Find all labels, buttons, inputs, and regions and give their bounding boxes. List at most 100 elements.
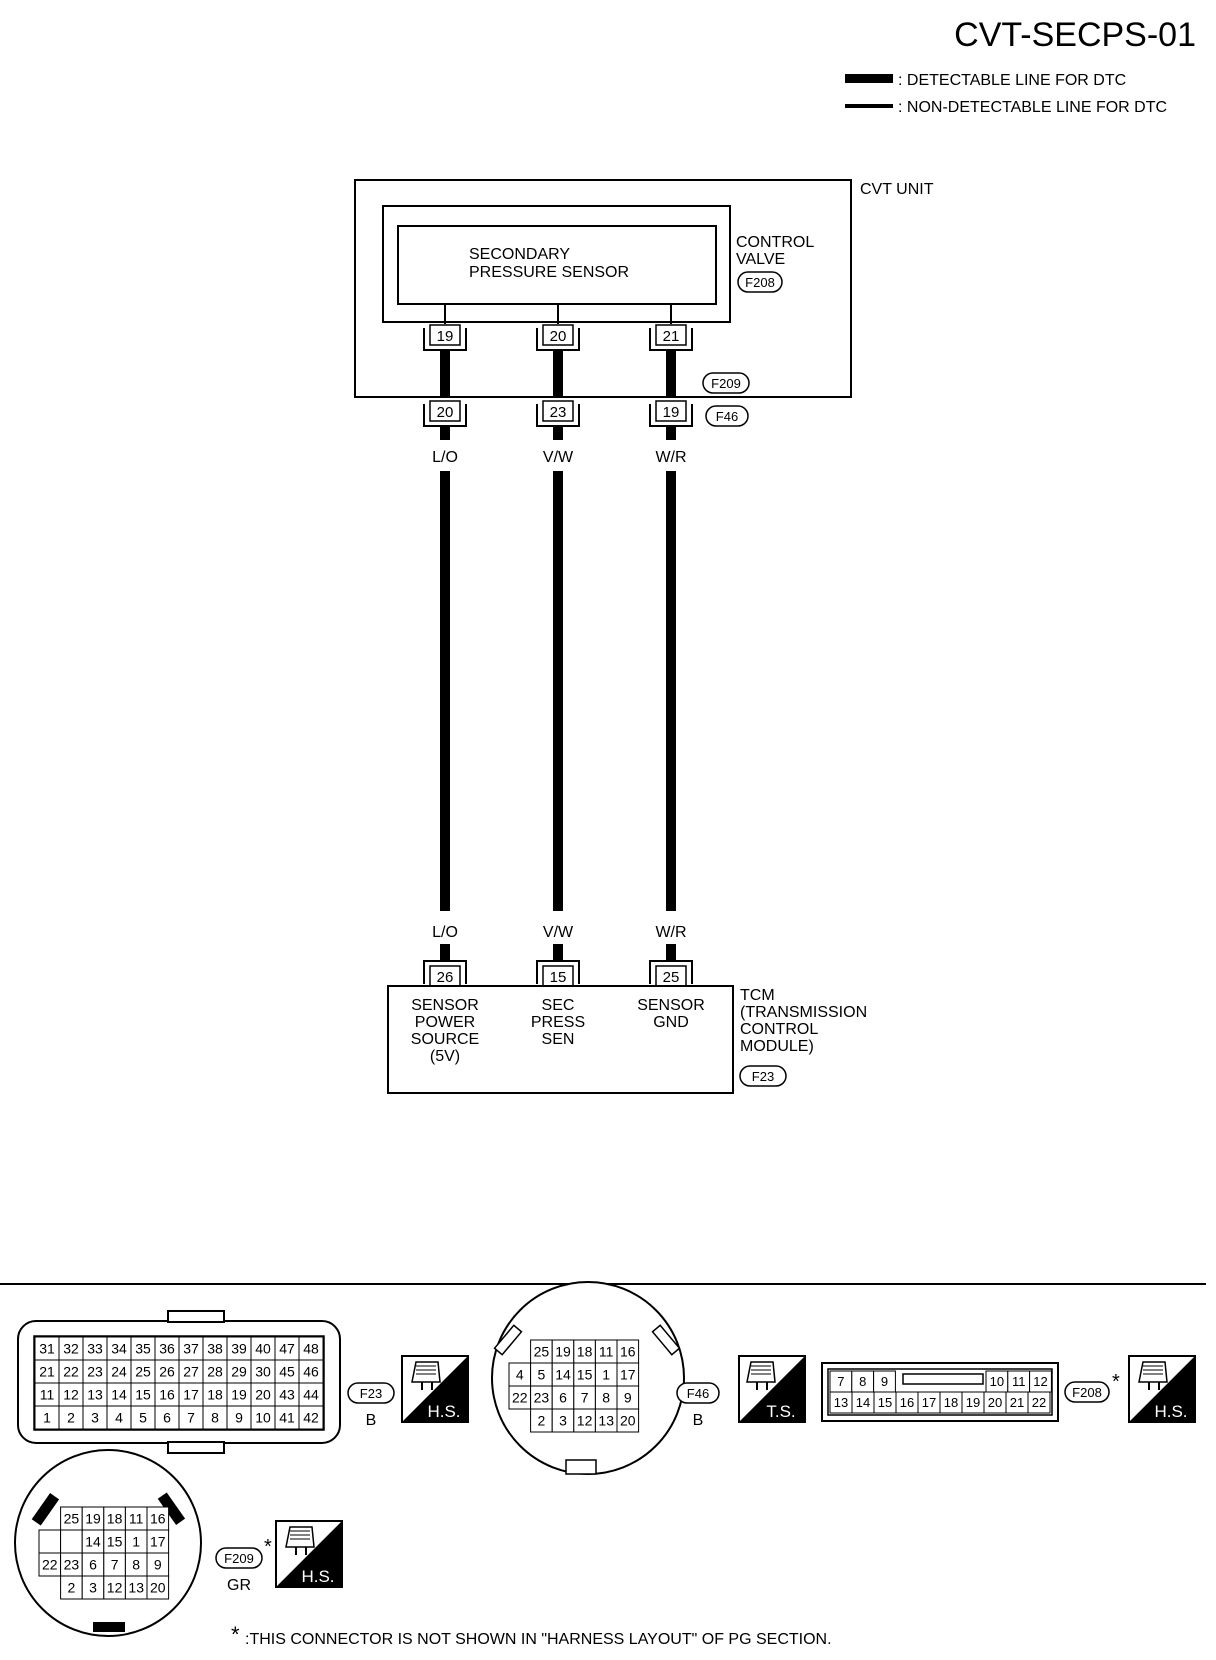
wire-2: 20 23 V/W V/W 15 [536,304,580,987]
pin-10: 10 [255,1410,271,1426]
pin-14: 14 [111,1387,127,1403]
f209-asterisk: * [264,1536,272,1558]
pin-5: 5 [538,1367,546,1383]
tcm-pin-25: 25 [649,960,693,987]
tcm-pin15-label-3: SEN [542,1031,575,1048]
pin-6: 6 [559,1390,567,1406]
tcm-pin-15: 15 [536,960,580,987]
pin-31: 31 [39,1341,55,1357]
f23-connector-tag: F23 [739,1065,787,1087]
f46-view-id: F46 [687,1386,709,1401]
pin-7: 7 [581,1390,589,1406]
pin-28: 28 [207,1364,223,1380]
sensor-pin-20: 20 [536,324,580,351]
pin-18: 18 [207,1387,223,1403]
pin-11: 11 [129,1511,144,1527]
svg-text:T.S.: T.S. [766,1402,795,1421]
pin-4: 4 [516,1367,524,1383]
f208-asterisk: * [1112,1371,1120,1393]
control-valve-box [382,205,731,323]
pin-8: 8 [211,1410,219,1426]
pin-12: 12 [577,1413,593,1429]
pin-12: 12 [1033,1374,1047,1389]
cvt-unit-box [354,179,852,398]
pin-19: 19 [555,1344,571,1360]
control-valve-label-line1: CONTROL [736,234,814,251]
sensor-label-line1: SECONDARY [469,246,570,263]
pin-13: 13 [87,1387,103,1403]
svg-text:19: 19 [663,404,680,421]
page-title: CVT-SECPS-01 [954,16,1196,54]
sensor-pin-21: 21 [649,324,693,351]
pin-13: 13 [598,1413,614,1429]
pin-9: 9 [624,1390,632,1406]
tcm-pin26-label-4: (5V) [430,1048,460,1065]
pin-3: 3 [559,1413,567,1429]
svg-text:19: 19 [437,328,454,345]
f209-connector-tag: F209 [702,372,750,394]
wire-3-color-top: W/R [655,449,686,466]
pin-8: 8 [132,1557,140,1573]
wire-2-color-bottom: V/W [543,924,574,941]
pin-7: 7 [111,1557,119,1573]
pin-34: 34 [111,1341,127,1357]
wire-3: 21 19 W/R W/R 25 [649,304,693,987]
f23-hs-badge: H.S. [401,1355,469,1423]
pin-14: 14 [555,1367,571,1383]
pin-32: 32 [63,1341,79,1357]
f23-view-id: F23 [360,1386,382,1401]
pin-12: 12 [63,1387,79,1403]
non-detectable-line-swatch [845,104,893,108]
pin-15: 15 [107,1534,123,1550]
pin-16: 16 [150,1511,166,1527]
tcm-label-line3: CONTROL [740,1021,818,1038]
pin-3: 3 [89,1580,97,1596]
pin-36: 36 [159,1341,175,1357]
pin-19: 19 [231,1387,247,1403]
f46-pin-19: 19 [649,400,693,427]
pin-9: 9 [154,1557,162,1573]
pin-33: 33 [87,1341,103,1357]
pin-29: 29 [231,1364,247,1380]
f46-pin-20: 20 [423,400,467,427]
tcm-pin26-label-3: SOURCE [411,1031,479,1048]
tcm-pin-26: 26 [423,960,467,987]
svg-text:21: 21 [663,328,680,345]
f46-view-tag: F46 [676,1382,720,1404]
pin-1: 1 [602,1367,610,1383]
pin-16: 16 [159,1387,175,1403]
pin-14: 14 [85,1534,101,1550]
pin-20: 20 [255,1387,271,1403]
tcm-box [387,985,734,1094]
pin-7: 7 [187,1410,195,1426]
footnote: :THIS CONNECTOR IS NOT SHOWN IN "HARNESS… [245,1631,832,1648]
pin-46: 46 [303,1364,319,1380]
wire-3-color-bottom: W/R [655,924,686,941]
svg-text:H.S.: H.S. [427,1402,460,1421]
svg-text:20: 20 [550,328,567,345]
pin-2: 2 [67,1410,75,1426]
tcm-label-line1: TCM [740,987,775,1004]
pin-15: 15 [135,1387,151,1403]
f23-tag-label: F23 [752,1069,774,1084]
pin-9: 9 [235,1410,243,1426]
pin-14: 14 [856,1395,870,1410]
f23-color-code: B [366,1412,377,1429]
pin-21: 21 [1010,1395,1024,1410]
sensor-label-line2: PRESSURE SENSOR [469,264,629,281]
pin-2: 2 [538,1413,546,1429]
f46-connector-tag: F46 [705,405,749,427]
pin-17: 17 [620,1367,636,1383]
wire-1-color-bottom: L/O [432,924,458,941]
f23-view-tag: F23 [347,1382,395,1404]
pin-48: 48 [303,1341,319,1357]
tcm-label-line2: (TRANSMISSION [740,1004,867,1021]
f209-hs-badge: H.S. [275,1520,343,1588]
legend-non-detectable-label: : NON-DETECTABLE LINE FOR DTC [898,99,1167,116]
f209-tag-label: F209 [711,376,741,391]
pin-37: 37 [183,1341,199,1357]
pin-16: 16 [620,1344,636,1360]
